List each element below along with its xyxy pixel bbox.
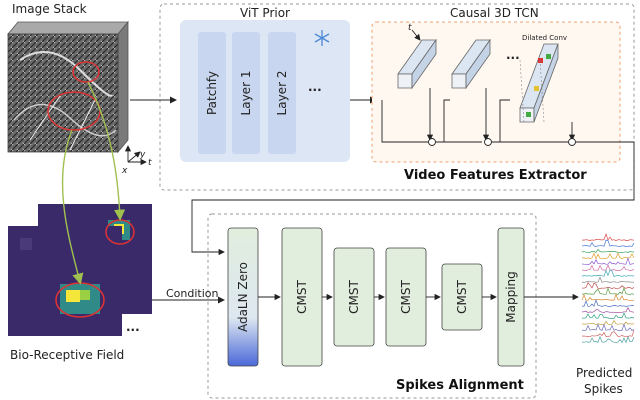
vit-layer-label: Layer 1 [239,70,253,116]
spike-trace [581,269,635,277]
spike-trace [581,239,635,247]
spike-trace [581,287,635,295]
dilated-cell [538,58,543,63]
condition-label: Condition [166,287,219,300]
vit-ellipsis: ... [308,80,322,94]
axis-y-label: y [140,150,146,160]
cmst-label: CMST [399,280,413,314]
mapping-label: Mapping [504,271,518,323]
spike-trace [581,323,635,331]
bio-receptive-field [8,204,152,336]
spike-trace [581,330,635,337]
cmst-label: CMST [455,280,469,314]
spikes-alignment-label: Spikes Alignment [396,378,524,393]
vit-layer-label: Layer 2 [275,70,289,116]
predicted-spikes [581,233,635,344]
dilated-cell [546,54,551,59]
spikes-alignment-border [207,213,537,399]
predicted-label: Predicted [576,366,633,380]
spikes-label: Spikes [584,382,623,396]
vit-layer-box [198,32,226,154]
tcn-residuals [191,88,635,256]
spike-trace [581,299,635,307]
snowflake-icon [314,30,330,46]
causal-tcn-title: Causal 3D TCN [450,6,539,20]
spike-trace [581,306,635,313]
image-stack-label: Image Stack [12,2,87,16]
spike-trace [581,233,635,241]
vit-layer-box [268,32,296,154]
time-axis-label: t [408,23,412,33]
vit-prior-title: ViT Prior [240,6,290,20]
cmst-label: CMST [347,280,361,314]
image-stack [7,20,129,154]
cmst-label: CMST [295,280,309,314]
axis-t-label: t [148,158,152,168]
axis-x-label: x [122,166,128,176]
adaln-zero-label: AdaLN Zero [236,261,250,333]
bio-receptive-field-label: Bio-Receptive Field [10,348,125,362]
arrow-roi-large [61,129,84,285]
dilated-conv-label: Dilated Conv [522,34,568,42]
spike-trace [581,276,635,283]
time-arrow [411,29,421,41]
axes-icon [124,145,147,166]
video-features-extractor-border [159,3,635,191]
spike-trace [581,312,635,319]
spike-trace [581,319,635,325]
vit-layer-label: Patchfy [205,70,219,116]
dilated-cell [526,112,531,117]
spike-trace [581,264,635,271]
vit-layer-box [232,32,260,154]
arrow-roi-small [87,81,126,221]
tcn-tubes [397,38,559,123]
dilated-cell [534,86,539,91]
spike-trace [581,293,635,301]
video-features-extractor-label: Video Features Extractor [404,168,587,183]
spike-trace [581,252,635,260]
spike-trace [581,257,635,265]
tcn-ellipsis: ... [506,48,520,62]
spike-trace [581,248,635,253]
heatmap-ellipsis: ... [126,320,140,334]
spike-trace [581,335,635,344]
causal-tcn-panel [371,21,621,163]
